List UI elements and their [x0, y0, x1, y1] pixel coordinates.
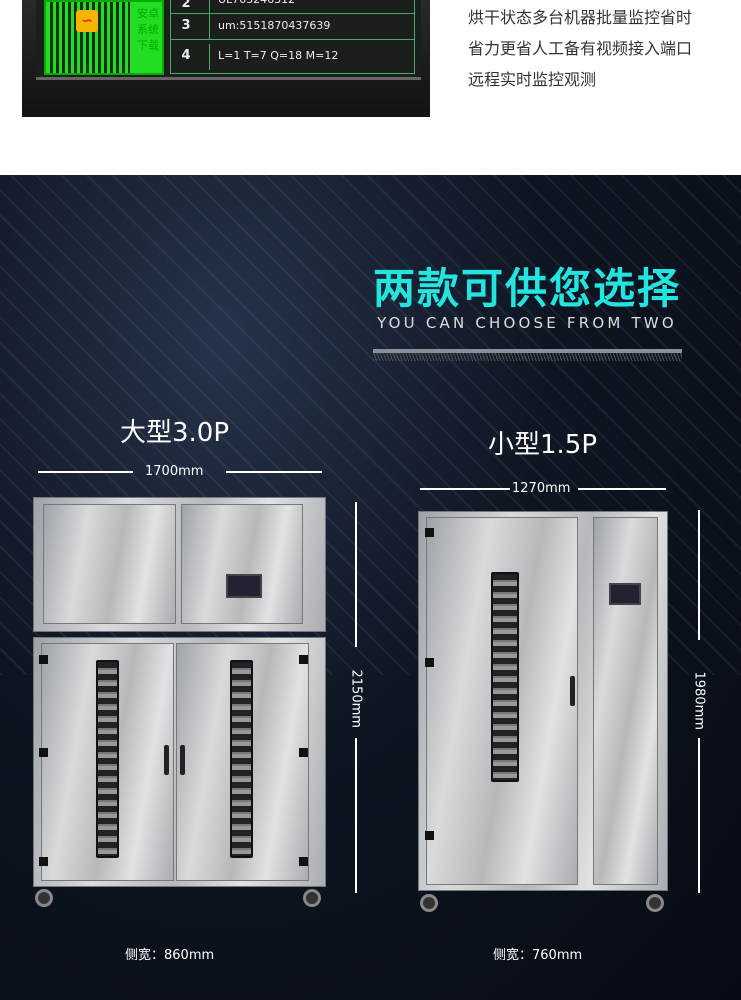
height-arrow-bottom — [355, 738, 357, 893]
hinge — [299, 857, 308, 866]
small-model-name: 小型1.5P — [488, 430, 598, 460]
row-value: um:5151870437639 — [209, 14, 330, 40]
row-number: 2 — [181, 0, 191, 11]
section-title: 两款可供您选择 — [372, 264, 681, 313]
large-model-height: 2150mm — [348, 669, 364, 728]
row-value: L=1 T=7 Q=18 M=12 — [209, 44, 338, 70]
description-line: 远程实时监控观测 — [468, 70, 597, 89]
control-device-image: ∽ 安卓 系统 下载 2 UL763246312 3 um:515187043763… — [22, 0, 430, 117]
upper-panel-left — [43, 504, 176, 624]
qr-code-panel: ∽ 安卓 系统 下载 — [44, 0, 164, 75]
width-arrow-left — [420, 488, 510, 490]
qr-caption-line: 系统 — [137, 23, 159, 36]
door-handle — [570, 676, 575, 706]
large-model-width: 1700mm — [145, 464, 204, 479]
height-arrow-top — [698, 510, 700, 640]
device-info-table: 2 UL763246312 3 um:5151870437639 4 L=1 T=7 … — [170, 0, 415, 74]
height-arrow-bottom — [698, 738, 700, 893]
caster-wheel — [420, 894, 438, 912]
hinge — [425, 658, 434, 667]
door-window — [491, 572, 519, 782]
description-line: 烘干状态多台机器批量监控省时 — [468, 8, 693, 27]
device-screen: ∽ 安卓 系统 下载 2 UL763246312 3 um:515187043763… — [36, 0, 421, 80]
row-number: 3 — [181, 18, 191, 33]
caster-wheel — [35, 889, 53, 907]
large-model-side-width: 侧宽：860mm — [125, 948, 215, 963]
qr-caption-line: 安卓 — [137, 7, 159, 20]
section-subtitle: YOU CAN CHOOSE FROM TWO — [377, 314, 677, 332]
width-arrow-right — [578, 488, 666, 490]
width-arrow-left — [38, 471, 133, 473]
table-row: 4 L=1 T=7 Q=18 M=12 — [171, 44, 414, 70]
caster-wheel — [303, 889, 321, 907]
hinge — [425, 831, 434, 840]
side-panel — [593, 517, 658, 885]
row-number: 4 — [181, 48, 191, 63]
table-row: 2 UL763246312 — [171, 0, 414, 14]
qr-caption-line: 下载 — [137, 39, 159, 52]
large-dryer-image — [33, 497, 326, 907]
small-model-side-width: 侧宽：760mm — [493, 948, 583, 963]
small-model-width: 1270mm — [512, 481, 571, 496]
door-handle — [164, 745, 169, 775]
hinge — [39, 655, 48, 664]
door-window — [96, 660, 119, 858]
caster-wheel — [646, 894, 664, 912]
large-model-name: 大型3.0P — [120, 418, 230, 448]
hinge — [39, 857, 48, 866]
control-panel — [609, 583, 641, 605]
upper-panel-right — [181, 504, 303, 624]
hinge — [299, 655, 308, 664]
door-handle — [180, 745, 185, 775]
control-panel — [226, 574, 262, 598]
title-underline — [373, 349, 682, 361]
small-dryer-image — [418, 511, 668, 916]
hinge — [425, 528, 434, 537]
row-value: UL763246312 — [209, 0, 295, 14]
feature-description: 烘干状态多台机器批量监控省时 省力更省人工备有视频接入端口 远程实时监控观测 — [468, 2, 738, 95]
door-window — [230, 660, 253, 858]
qr-caption: 安卓 系统 下载 — [134, 6, 162, 54]
hinge — [39, 748, 48, 757]
table-row: 3 um:5151870437639 — [171, 14, 414, 40]
app-logo-icon: ∽ — [76, 10, 98, 32]
width-arrow-right — [226, 471, 322, 473]
small-model-height: 1980mm — [691, 671, 707, 730]
description-line: 省力更省人工备有视频接入端口 — [468, 39, 693, 58]
height-arrow-top — [355, 502, 357, 647]
hinge — [299, 748, 308, 757]
